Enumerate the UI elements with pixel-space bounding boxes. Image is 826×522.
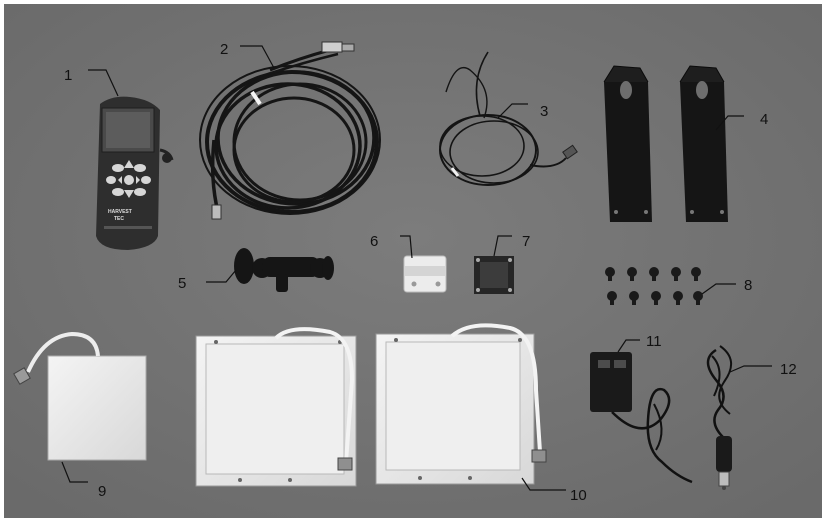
small-panel-antenna — [13, 331, 147, 461]
brand-label-bottom: TEC — [114, 216, 124, 222]
mounting-brackets — [603, 65, 728, 222]
large-panel-antenna-right — [375, 323, 547, 485]
callout-7: 7 — [522, 233, 530, 250]
callout-2: 2 — [220, 41, 228, 58]
callout-5: 5 — [178, 275, 186, 292]
cigarette-lighter-adapter — [706, 345, 732, 490]
coaxial-antenna-cable — [199, 41, 381, 220]
large-panel-antenna-left — [195, 327, 357, 487]
mounting-screws — [605, 267, 703, 305]
callout-4: 4 — [760, 111, 768, 128]
ac-power-adapter — [590, 352, 693, 484]
white-mount-clamp — [403, 255, 447, 293]
callout-10: 10 — [570, 487, 587, 504]
ram-ball-mount-arm — [234, 248, 334, 292]
keypad — [106, 160, 151, 198]
callout-9: 9 — [98, 483, 106, 500]
callout-8: 8 — [744, 277, 752, 294]
callout-3: 3 — [540, 103, 548, 120]
power-wire-harness — [439, 51, 578, 186]
callout-11: 11 — [646, 333, 662, 350]
handheld-display-unit: HARVEST TEC — [96, 96, 174, 251]
callout-1: 1 — [64, 67, 72, 84]
large-panel-antennas — [195, 323, 547, 487]
callout-numbers: 1 2 3 4 5 6 7 8 9 10 11 12 — [64, 41, 797, 504]
callout-6: 6 — [370, 233, 378, 250]
callout-leader-lines — [61, 45, 772, 491]
mount-base-plate — [474, 256, 514, 294]
brand-label-top: HARVEST — [108, 209, 132, 215]
callout-12: 12 — [780, 361, 797, 378]
